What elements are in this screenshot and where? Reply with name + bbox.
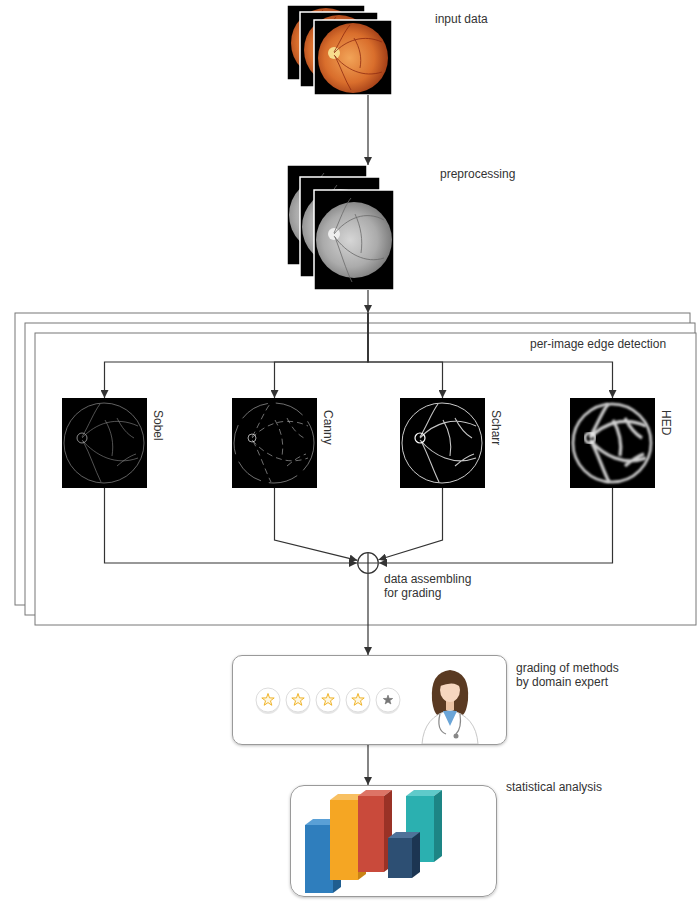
image-rim <box>573 404 651 482</box>
node-label: preprocessing <box>440 167 515 181</box>
disc-edge <box>248 434 256 442</box>
star-button <box>376 688 400 712</box>
star-rating <box>256 688 400 714</box>
node-label: input data <box>435 12 488 26</box>
connector-arrow <box>379 488 613 563</box>
stethoscope <box>439 714 461 734</box>
star-button <box>346 688 370 712</box>
image-rim <box>402 403 482 483</box>
star-button <box>256 688 280 712</box>
sum-symbol <box>357 552 379 574</box>
doctor-bangs <box>440 674 461 688</box>
doctor-icon <box>422 670 478 744</box>
star-icon <box>262 694 274 706</box>
sobel-image <box>62 398 147 488</box>
disc-edge <box>585 433 595 443</box>
image-ground <box>570 398 655 488</box>
sum-circle: data assembling for grading <box>357 552 379 574</box>
star-button <box>286 688 310 712</box>
edge-image: Scharr <box>400 398 485 488</box>
bar-side <box>434 790 442 862</box>
method-label: HED <box>659 410 673 435</box>
scharr-image <box>400 398 485 488</box>
node-label: data assembling for grading <box>384 572 484 600</box>
process-box: statistical analysis <box>290 785 497 897</box>
edge-vessels <box>420 404 476 482</box>
connector-arrow <box>367 95 368 165</box>
connector-arrow <box>367 574 368 655</box>
edge-vessels <box>82 404 138 482</box>
connector-arrow <box>368 313 443 398</box>
doctor-coat <box>422 710 478 744</box>
doctor-shirt <box>443 711 457 726</box>
method-label: Scharr <box>489 410 503 445</box>
edge-image: Sobel <box>62 398 147 488</box>
stacked-panel: per-image edge detectionSobel Canny Scharr… <box>15 313 697 625</box>
edge-vessels <box>252 404 308 482</box>
bar-front <box>388 838 412 878</box>
edge-image: HED <box>570 398 655 488</box>
doctor-hair <box>432 670 468 716</box>
connector-arrow <box>275 313 369 398</box>
connector-arrow <box>275 488 358 560</box>
method-label: Sobel <box>151 410 165 441</box>
method-label: Canny <box>321 410 335 445</box>
image-stack: input data <box>287 5 393 95</box>
disc-edge <box>415 433 425 443</box>
bar-side <box>412 832 420 878</box>
star-icon <box>292 694 304 706</box>
connector-arrow <box>379 488 443 560</box>
hed-image <box>570 398 655 488</box>
connector-arrow <box>105 488 358 563</box>
node-label: per-image edge detection <box>530 337 666 351</box>
node-label: statistical analysis <box>506 780 602 794</box>
image-ground <box>232 398 317 488</box>
canny-image <box>232 398 317 488</box>
star-icon <box>383 695 392 704</box>
disc-edge <box>77 433 87 443</box>
connector-arrow <box>368 313 613 398</box>
star-icon <box>352 694 364 706</box>
connector-arrow <box>105 313 369 398</box>
stethoscope-head <box>454 734 459 739</box>
bar-front <box>358 796 384 872</box>
plus-sign <box>358 553 378 573</box>
node-label: grading of methods by domain expert <box>516 661 631 689</box>
grayscale-image <box>314 190 394 290</box>
bar-front <box>330 800 358 880</box>
image-ground <box>400 398 485 488</box>
image-ground <box>62 398 147 488</box>
connector-arrow <box>367 745 368 785</box>
star-icon <box>322 694 334 706</box>
bar-chart-icon <box>305 790 442 893</box>
edge-image: Canny <box>232 398 317 488</box>
panel-layer <box>35 333 696 625</box>
bar-front <box>305 825 333 893</box>
image-rim <box>64 403 144 483</box>
connector-arrow <box>367 290 368 313</box>
sum-circle-outline <box>358 553 379 574</box>
image-stack: preprocessing <box>287 165 395 290</box>
fundus-image <box>314 20 392 95</box>
star-button <box>316 688 340 712</box>
edge-vessels <box>590 404 646 482</box>
image-rim <box>234 403 314 483</box>
process-box: grading of methods by domain expert <box>232 655 507 745</box>
